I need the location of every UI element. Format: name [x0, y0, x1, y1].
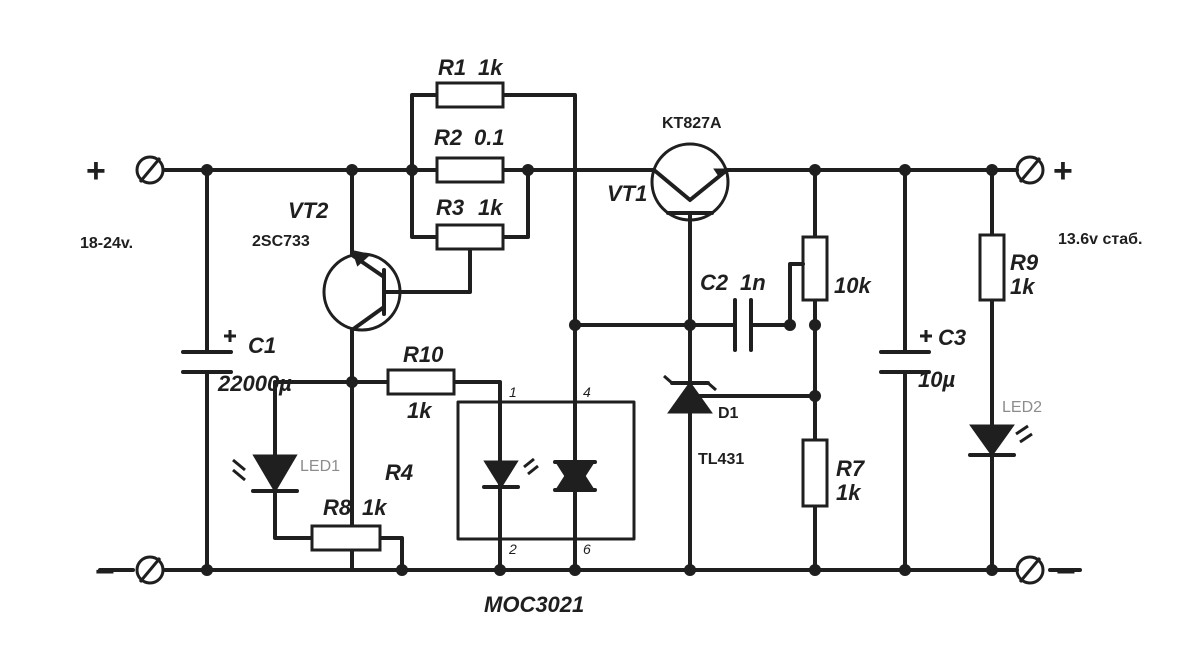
input-voltage-label: 18-24v.: [80, 235, 133, 252]
input-minus-sign: −: [95, 553, 115, 591]
capacitor-c1: [181, 168, 236, 572]
input-minus-terminal: [135, 555, 165, 585]
led2: [968, 424, 1033, 457]
r8-name: R8: [323, 495, 352, 520]
r3-value: 1k: [478, 195, 504, 220]
reference-d1: [663, 374, 817, 414]
transistor-vt1: [650, 142, 732, 572]
r9-value: 1k: [1010, 274, 1036, 299]
opto-pin-2: 2: [508, 541, 517, 557]
r10-name: R10: [403, 342, 444, 367]
vt1-part: KT827A: [662, 115, 722, 132]
optocoupler-moc3021: [456, 400, 636, 541]
output-minus-terminal: [1005, 555, 1045, 585]
led1: [232, 380, 404, 572]
resistor-r2: [435, 156, 505, 184]
r2-name: R2: [434, 125, 463, 150]
input-plus-terminal: [135, 155, 165, 185]
resistor-r7: [801, 438, 829, 508]
resistor-r3: [435, 223, 505, 251]
vt1-name: VT1: [607, 181, 647, 206]
opto-pin-1: 1: [509, 384, 517, 400]
d1-part: TL431: [698, 451, 744, 468]
r3-name: R3: [436, 195, 464, 220]
capacitor-c2: [573, 298, 792, 352]
c3-value: 10µ: [918, 367, 955, 392]
r4-name: R4: [385, 460, 413, 485]
r9-name: R9: [1010, 250, 1039, 275]
d1-name: D1: [718, 405, 739, 422]
r8-value: 1k: [362, 495, 388, 520]
resistor-r8: [310, 524, 382, 552]
r7-value: 1k: [836, 480, 862, 505]
resistor-r9: [978, 168, 1006, 572]
r2-value: 0.1: [474, 125, 505, 150]
opto-pin-4: 4: [583, 384, 591, 400]
output-voltage-label: 13.6v стаб.: [1058, 231, 1142, 248]
c1-name: C1: [248, 333, 276, 358]
transistor-vt2: [322, 168, 404, 572]
r10-value: 1k: [407, 398, 433, 423]
output-minus-sign: −: [1056, 553, 1076, 591]
led2-name: LED2: [1002, 399, 1042, 416]
junctions: [201, 164, 998, 576]
input-plus-sign: +: [86, 152, 106, 190]
r1-value: 1k: [478, 55, 504, 80]
opto-part: MOC3021: [484, 592, 584, 617]
output-plus-terminal: [1005, 155, 1045, 185]
r7-name: R7: [836, 456, 866, 481]
capacitor-c3: [879, 168, 932, 572]
vt2-part: 2SC733: [252, 233, 310, 250]
output-plus-sign: +: [1053, 152, 1073, 190]
c3-name: C3: [938, 325, 966, 350]
pot-value: 10k: [834, 273, 872, 298]
r1-name: R1: [438, 55, 466, 80]
vt2-name: VT2: [288, 198, 329, 223]
trimmer-potentiometer: [788, 168, 829, 572]
led1-name: LED1: [300, 458, 340, 475]
opto-pin-6: 6: [583, 541, 591, 557]
c2-value: 1n: [740, 270, 766, 295]
c2-name: C2: [700, 270, 729, 295]
resistor-r1: [435, 81, 505, 109]
